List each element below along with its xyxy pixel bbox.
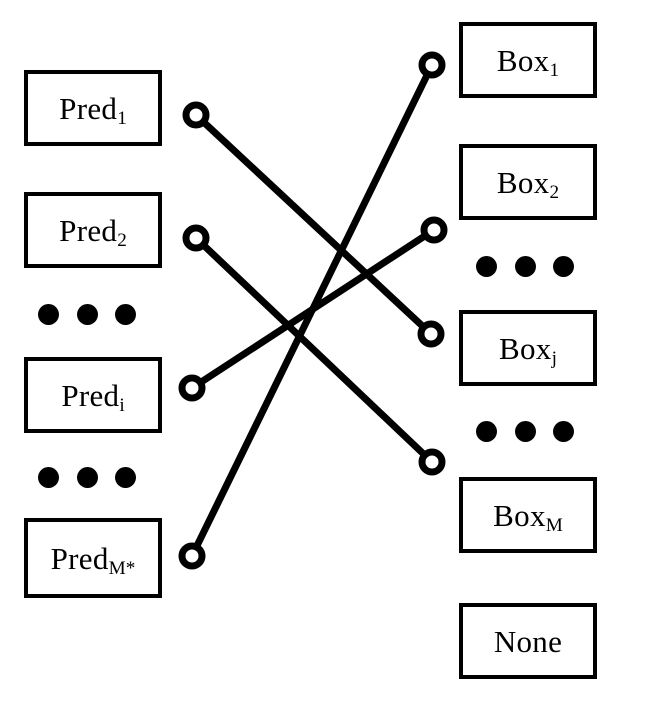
ellipsis-dot bbox=[38, 303, 59, 325]
node-pred-m-star-label: PredM* bbox=[50, 540, 136, 580]
node-box-j-label: Boxj bbox=[499, 330, 557, 370]
node-box-none[interactable]: None bbox=[459, 603, 597, 679]
ellipsis-left-lower bbox=[38, 466, 136, 488]
left-endpoint-4-circle[interactable] bbox=[178, 542, 206, 570]
ellipsis-right-lower bbox=[476, 420, 574, 442]
ellipsis-dot bbox=[514, 255, 536, 277]
left-endpoint-3-circle[interactable] bbox=[178, 374, 206, 402]
right-endpoint-4-circle[interactable] bbox=[418, 448, 446, 476]
ellipsis-right-upper bbox=[476, 255, 574, 277]
node-pred-2[interactable]: Pred2 bbox=[24, 192, 162, 268]
edge-pred2-boxm bbox=[199, 241, 429, 459]
ellipsis-dot bbox=[553, 420, 574, 442]
node-pred-i-label: Predi bbox=[61, 377, 125, 417]
left-endpoint-2-circle[interactable] bbox=[182, 224, 210, 252]
node-box-2[interactable]: Box2 bbox=[459, 144, 597, 220]
node-pred-1[interactable]: Pred1 bbox=[24, 70, 162, 146]
ellipsis-dot bbox=[476, 420, 497, 442]
node-box-m[interactable]: BoxM bbox=[459, 477, 597, 553]
ellipsis-dot bbox=[115, 303, 136, 325]
left-endpoint-1-circle[interactable] bbox=[182, 101, 210, 129]
node-pred-i[interactable]: Predi bbox=[24, 357, 162, 433]
ellipsis-dot bbox=[514, 420, 536, 442]
ellipsis-dot bbox=[76, 466, 98, 488]
edge-pred1-boxj bbox=[199, 118, 428, 331]
node-box-none-label: None bbox=[493, 623, 563, 659]
node-box-j[interactable]: Boxj bbox=[459, 310, 597, 386]
ellipsis-dot bbox=[38, 466, 59, 488]
ellipsis-dot bbox=[553, 255, 574, 277]
ellipsis-dot bbox=[476, 255, 497, 277]
ellipsis-dot bbox=[76, 303, 98, 325]
right-endpoint-2-circle[interactable] bbox=[420, 216, 448, 244]
node-box-1[interactable]: Box1 bbox=[459, 22, 597, 98]
node-pred-m-star[interactable]: PredM* bbox=[24, 518, 162, 598]
node-pred-2-label: Pred2 bbox=[59, 212, 127, 252]
edge-predm-box1 bbox=[192, 70, 432, 551]
node-box-1-label: Box1 bbox=[496, 42, 560, 82]
node-box-2-label: Box2 bbox=[496, 164, 560, 204]
right-endpoint-1-circle[interactable] bbox=[418, 51, 446, 79]
node-pred-1-label: Pred1 bbox=[59, 90, 127, 130]
right-endpoint-3-circle[interactable] bbox=[417, 320, 445, 348]
node-box-m-label: BoxM bbox=[493, 497, 563, 537]
ellipsis-left-upper bbox=[38, 303, 136, 325]
ellipsis-dot bbox=[115, 466, 136, 488]
